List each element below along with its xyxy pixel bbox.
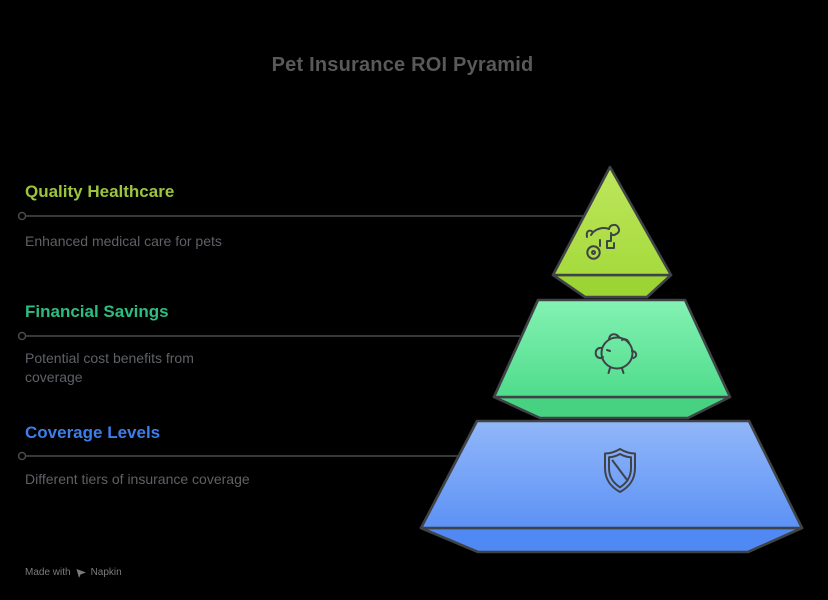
tier-2-description: Potential cost benefits from coverage [25,350,194,385]
tier-1-heading: Quality Healthcare [25,182,175,201]
page-title: Pet Insurance ROI Pyramid [271,54,534,76]
tier-3-description: Different tiers of insurance coverage [25,471,250,487]
connector-dot-2 [17,331,27,341]
watermark-brand: Napkin [90,567,122,578]
connector-dot-3 [17,451,27,461]
tier-icons [585,223,638,493]
tier-2-underside [492,395,732,420]
tier-1-description: Enhanced medical care for pets [25,233,222,249]
piggy-bank-icon [594,333,638,374]
tier-2-heading: Financial Savings [25,302,169,321]
tier-2-shape [492,298,732,399]
napkin-logo-icon [76,569,86,578]
watermark-prefix: Made with [25,567,71,578]
dog-icon [585,223,621,260]
tier-1-shape [551,165,673,277]
shield-icon [604,448,636,493]
connectors [17,211,583,461]
tier-3-heading: Coverage Levels [25,423,161,442]
watermark: Made with Napkin [25,567,122,579]
tier-3-shape [419,419,804,530]
tier-1-underside [551,273,673,299]
tier-3-underside [419,526,804,554]
tier-shapes [419,165,804,554]
connector-dot-1 [17,211,27,221]
